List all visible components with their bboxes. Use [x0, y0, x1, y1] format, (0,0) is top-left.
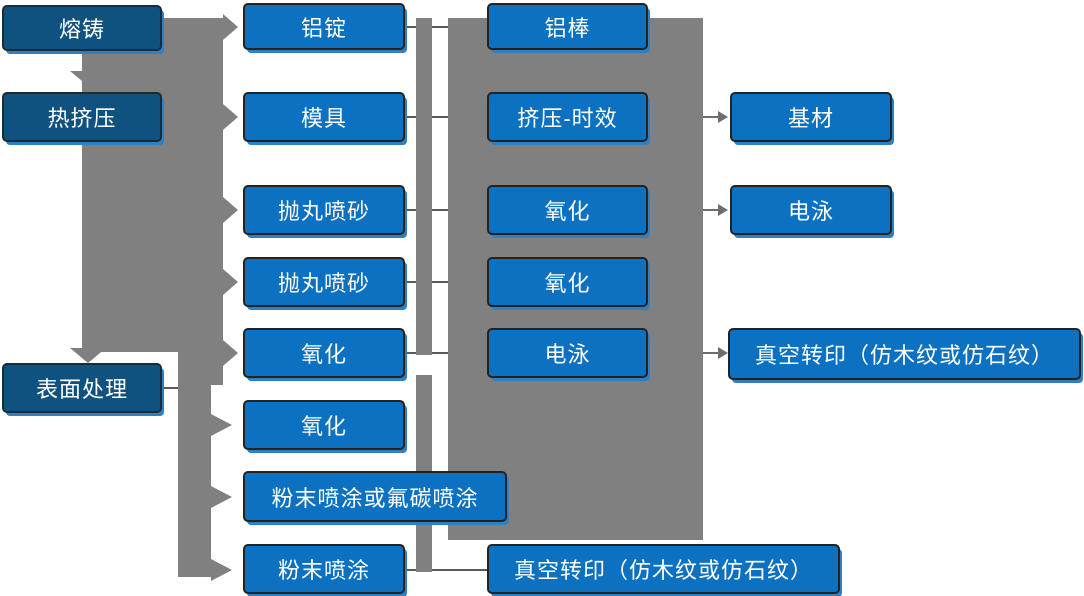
connector-band-step [178, 340, 223, 385]
arrowhead-to-shotblast2-icon [223, 269, 238, 295]
arrowhead-to-powder-fluorocarbon-icon [211, 486, 232, 508]
node-aluminum-ingot: 铝锭 [243, 3, 405, 50]
connector-band-mid-upper [416, 18, 432, 355]
arrowhead-to-oxidation-a-icon [223, 340, 238, 366]
arrow-line-to-vacuum-transfer-out [703, 352, 719, 354]
node-base-material: 基材 [730, 92, 892, 142]
node-aluminum-rod: 铝棒 [487, 3, 648, 50]
node-surface-treatment: 表面处理 [2, 363, 162, 413]
arrowhead-to-powder-coating-icon [211, 559, 232, 581]
arrowhead-to-base-material-icon [718, 111, 728, 123]
arrow-line-to-electrophoresis-out [703, 209, 719, 211]
node-electrophoresis-mid: 电泳 [487, 328, 648, 378]
arrowhead-to-oxidation-b-icon [211, 414, 232, 436]
node-melting-casting: 熔铸 [2, 5, 162, 51]
arrowhead-to-mold-icon [223, 104, 238, 130]
node-oxidation-d: 氧化 [487, 257, 648, 307]
connector-line-surface-treatment [162, 387, 178, 389]
node-extrusion-aging: 挤压-时效 [487, 92, 648, 142]
arrowhead-to-hot-extrusion-icon [70, 71, 106, 86]
arrow-line-to-base-material [703, 116, 719, 118]
node-mold: 模具 [243, 92, 405, 142]
node-vacuum-transfer-right: 真空转印（仿木纹或仿石纹） [728, 328, 1081, 380]
node-powder-coating: 粉末喷涂 [243, 544, 405, 594]
node-electrophoresis-out: 电泳 [730, 185, 892, 235]
arrowhead-to-aluminum-ingot-icon [223, 14, 238, 40]
arrowhead-to-shotblast1-icon [223, 197, 238, 223]
node-hot-extrusion: 热挤压 [2, 92, 162, 142]
node-shot-blast-sandblast-1: 抛丸喷砂 [243, 185, 405, 235]
node-vacuum-transfer-bottom: 真空转印（仿木纹或仿石纹） [487, 544, 840, 594]
arrowhead-to-electrophoresis-out-icon [718, 204, 728, 216]
connector-band-main [82, 18, 223, 352]
connector-band-surface [178, 385, 211, 577]
node-oxidation-a: 氧化 [243, 328, 405, 378]
connector-line-powder-to-vacuum-transfer [405, 569, 487, 571]
node-oxidation-c: 氧化 [487, 185, 648, 235]
node-shot-blast-sandblast-2: 抛丸喷砂 [243, 257, 405, 307]
node-oxidation-b: 氧化 [243, 400, 405, 450]
arrowhead-to-vacuum-transfer-out-icon [718, 347, 728, 359]
node-powder-or-fluorocarbon-coating: 粉末喷涂或氟碳喷涂 [243, 471, 507, 522]
arrowhead-to-surface-treatment-icon [70, 348, 106, 363]
